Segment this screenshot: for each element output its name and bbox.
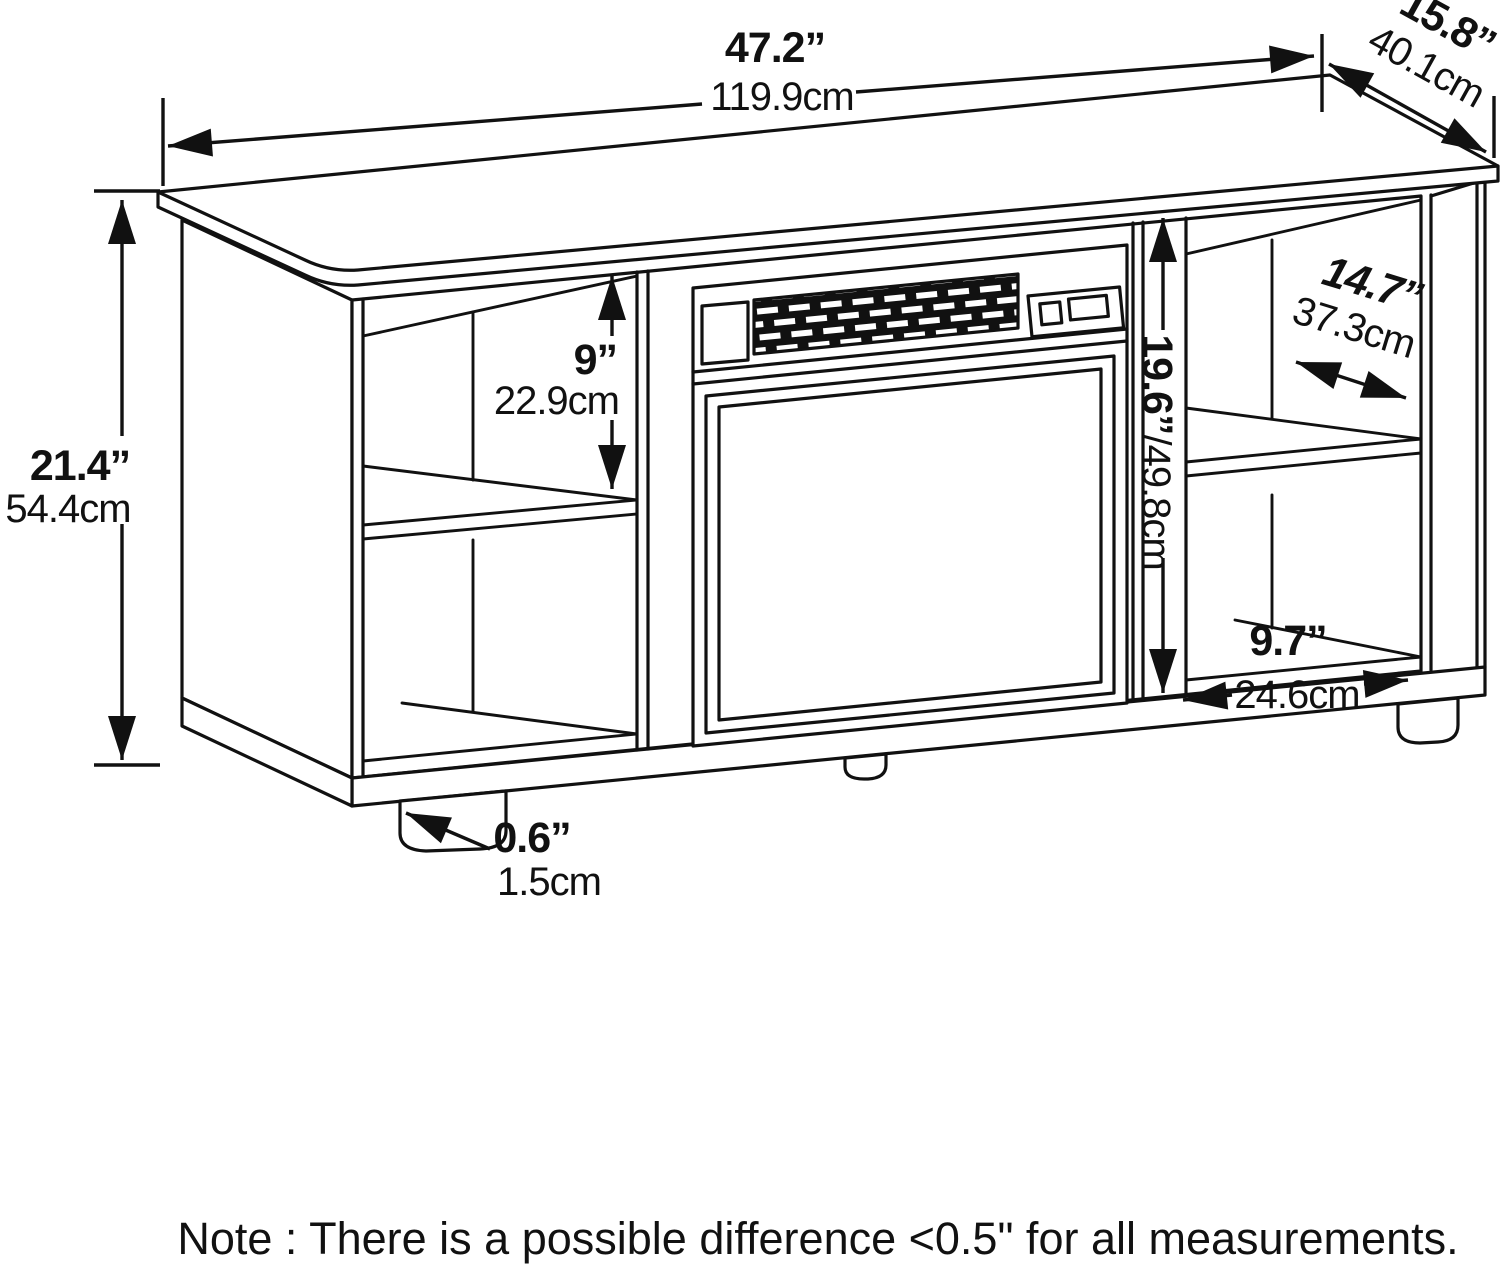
left-cubby-section xyxy=(361,274,639,763)
base-left-end xyxy=(180,696,354,808)
width-inches: 47.2” xyxy=(725,24,825,72)
leader-arrow xyxy=(405,811,491,851)
left-shelf-cm: 22.9cm xyxy=(494,379,619,423)
glass-door-inner-frame xyxy=(717,367,1103,722)
glass-door xyxy=(704,354,1116,735)
dimension-arrow xyxy=(1295,360,1407,400)
cabinet-drawing xyxy=(156,73,1500,853)
right-side-panel xyxy=(1429,179,1487,672)
left-side-panel xyxy=(180,218,354,780)
control-panel xyxy=(1026,285,1126,339)
vent-left-plate xyxy=(700,300,750,366)
right-shelf-width-inches: 9.7” xyxy=(1249,617,1326,665)
foot-height-cm: 1.5cm xyxy=(497,860,601,904)
top-panel xyxy=(156,73,1500,287)
foot-height-dimension xyxy=(405,811,491,851)
foot-height-inches: 0.6” xyxy=(493,814,570,862)
left-shelf-inches: 9” xyxy=(574,336,617,384)
fireplace-opening-label: 19.6”/49.8cm xyxy=(1133,334,1181,570)
dimension-arrow xyxy=(167,102,703,157)
vent-grille xyxy=(752,272,1020,356)
dimension-arrow xyxy=(1362,670,1409,698)
width-cm: 119.9cm xyxy=(710,75,853,119)
fireplace-insert xyxy=(691,243,1129,748)
control-display xyxy=(1066,293,1110,322)
control-button xyxy=(1038,300,1064,327)
left-foot xyxy=(398,789,508,853)
right-cubby-section xyxy=(1184,198,1423,682)
dimension-arrow xyxy=(1182,681,1233,710)
divider-stiles xyxy=(635,216,1188,752)
height-inches: 21.4” xyxy=(30,442,130,490)
right-shelf-depth-dimension xyxy=(1295,360,1407,400)
height-cm: 54.4cm xyxy=(5,487,130,531)
note-text: Note : There is a possible difference <0… xyxy=(177,1213,1458,1264)
middle-foot xyxy=(843,752,888,781)
dimension-arrow xyxy=(855,45,1315,94)
dimension-arrow xyxy=(1328,62,1487,154)
right-shelf-width-dimension xyxy=(1182,670,1409,710)
right-shelf-width-cm: 24.6cm xyxy=(1234,673,1359,717)
right-foot xyxy=(1396,696,1460,745)
depth-dimension xyxy=(1328,62,1496,158)
height-dimension xyxy=(94,189,160,767)
width-dimension xyxy=(161,34,1324,186)
